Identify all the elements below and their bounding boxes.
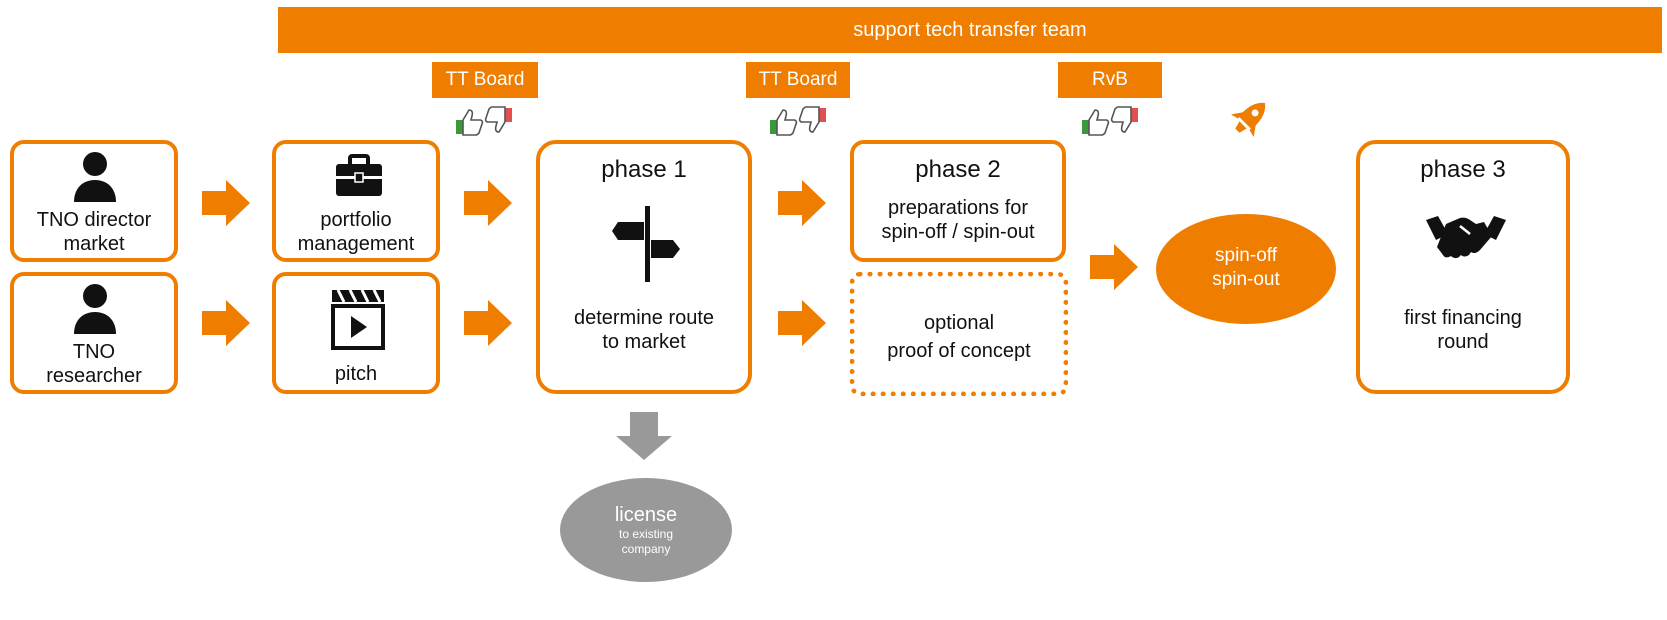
thumbs-up-icon bbox=[1082, 109, 1110, 136]
thumbs-vote-icon bbox=[770, 106, 826, 136]
clapperboard-icon bbox=[331, 289, 385, 350]
thumbs-up-icon bbox=[770, 109, 798, 136]
gate-tag-tt-board-1: TT Board bbox=[432, 62, 538, 98]
person-icon bbox=[74, 152, 116, 202]
flow-arrow-right bbox=[464, 180, 512, 226]
portfolio-line2: management bbox=[297, 233, 415, 255]
flow-arrow-right bbox=[778, 300, 826, 346]
thumbs-up-icon bbox=[456, 109, 484, 136]
actor-researcher-line2: researcher bbox=[46, 365, 142, 387]
license-ellipse: license to existing company bbox=[560, 478, 732, 582]
flow-arrow-down bbox=[616, 412, 672, 460]
thumbs-down-icon bbox=[484, 106, 512, 133]
handshake-icon bbox=[1426, 216, 1506, 259]
actor-researcher-box: TNO researcher bbox=[10, 272, 178, 394]
gate-tag-tt-board-2: TT Board bbox=[746, 62, 850, 98]
thumbs-vote-icon bbox=[1082, 106, 1138, 136]
signpost-icon bbox=[612, 206, 680, 282]
thumbs-down-icon bbox=[1110, 106, 1138, 133]
phase1-line1: determine route bbox=[573, 307, 715, 329]
gate-tag-rvb: RvB bbox=[1058, 62, 1162, 98]
gate-label: RvB bbox=[1092, 69, 1128, 90]
actor-director-line1: TNO director bbox=[36, 209, 152, 231]
optional-line2: proof of concept bbox=[887, 340, 1031, 362]
phase1-box: phase 1 determine route to market bbox=[536, 140, 752, 394]
phase3-line1: first financing bbox=[1404, 307, 1522, 329]
flow-arrow-right bbox=[202, 300, 250, 346]
thumbs-down-icon bbox=[798, 106, 826, 133]
phase1-title: phase 1 bbox=[601, 156, 687, 183]
flow-arrow-right bbox=[778, 180, 826, 226]
phase1-line2: to market bbox=[602, 331, 686, 353]
flow-arrow-right bbox=[1090, 244, 1138, 290]
license-title: license bbox=[614, 504, 678, 526]
spin-off-ellipse: spin-off spin-out bbox=[1156, 214, 1336, 324]
optional-line1: optional bbox=[923, 312, 995, 334]
actor-director-line2: market bbox=[63, 233, 125, 255]
pitch-box: pitch bbox=[272, 272, 440, 394]
portfolio-management-box: portfolio management bbox=[272, 140, 440, 262]
briefcase-icon bbox=[336, 154, 382, 196]
phase2-line2: spin-off / spin-out bbox=[881, 221, 1035, 243]
thumbs-vote-icon bbox=[456, 106, 512, 136]
phase3-line2: round bbox=[1437, 331, 1489, 353]
phase3-title: phase 3 bbox=[1420, 156, 1506, 183]
rocket-icon bbox=[1231, 102, 1266, 137]
person-icon bbox=[74, 284, 116, 334]
spin-line1: spin-off bbox=[1215, 245, 1277, 266]
license-line2: company bbox=[621, 542, 671, 556]
license-line1: to existing bbox=[618, 527, 674, 541]
banner-label: support tech transfer team bbox=[853, 18, 1087, 41]
phase2-box: phase 2 preparations for spin-off / spin… bbox=[850, 140, 1066, 262]
flow-arrow-right bbox=[202, 180, 250, 226]
optional-poc-box: optional proof of concept bbox=[850, 272, 1068, 396]
portfolio-line1: portfolio bbox=[320, 209, 392, 231]
actor-director-box: TNO director market bbox=[10, 140, 178, 262]
phase2-line1: preparations for bbox=[887, 197, 1029, 219]
support-team-banner: support tech transfer team bbox=[278, 7, 1662, 53]
gate-label: TT Board bbox=[758, 69, 838, 90]
phase3-box: phase 3 first financing round bbox=[1356, 140, 1570, 394]
spin-line2: spin-out bbox=[1212, 269, 1280, 290]
pitch-label: pitch bbox=[334, 363, 378, 385]
phase2-title: phase 2 bbox=[915, 156, 1001, 183]
actor-researcher-line1: TNO bbox=[72, 341, 116, 363]
flow-arrow-right bbox=[464, 300, 512, 346]
gate-label: TT Board bbox=[445, 69, 525, 90]
